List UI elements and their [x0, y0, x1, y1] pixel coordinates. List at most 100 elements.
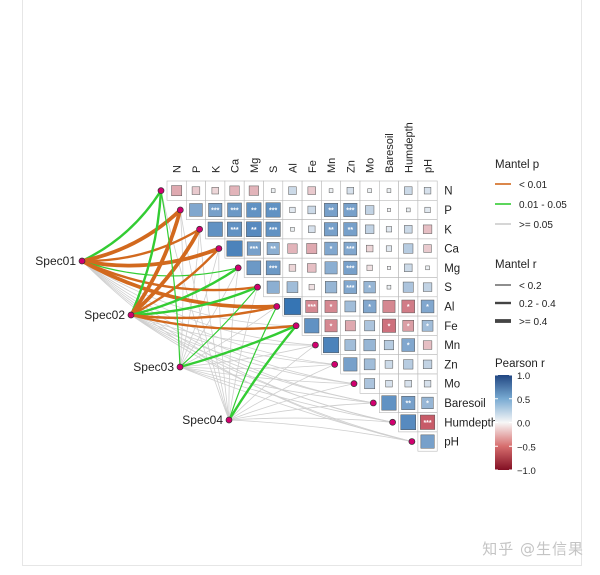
- row-label-mn: Mn: [444, 340, 460, 352]
- correlation-square: [308, 225, 316, 233]
- mantel-link: [80, 189, 163, 263]
- correlation-square: [420, 434, 435, 449]
- correlation-square: [227, 221, 243, 237]
- significance-mark: *: [388, 323, 391, 330]
- correlation-square: [401, 395, 416, 410]
- correlation-square: [363, 338, 376, 352]
- correlation-square: [246, 202, 262, 218]
- correlation-square: [324, 222, 339, 237]
- legend-label-mantel-p: < 0.01: [519, 180, 548, 191]
- correlation-square: [362, 299, 377, 314]
- correlation-square: [307, 205, 316, 215]
- mantel-link-nonsig: [130, 314, 393, 423]
- correlation-square: [386, 284, 392, 290]
- env-node-k: [196, 225, 203, 233]
- correlation-square: [365, 224, 375, 234]
- correlation-square: [404, 186, 413, 195]
- correlation-square: [423, 187, 432, 195]
- mantel-link: [129, 189, 163, 317]
- correlation-square: [286, 281, 299, 293]
- legend-label-mantel-r: >= 0.4: [519, 317, 548, 328]
- significance-mark: ***: [230, 208, 238, 215]
- column-label-al: Al: [287, 163, 299, 173]
- significance-mark: *: [407, 304, 410, 311]
- significance-mark: **: [328, 208, 334, 215]
- correlation-square: [343, 202, 358, 217]
- significance-mark: **: [348, 227, 354, 234]
- correlation-square: [381, 318, 396, 333]
- correlation-square: [344, 320, 356, 332]
- significance-mark: ***: [308, 304, 316, 311]
- significance-mark: *: [330, 323, 333, 330]
- correlation-square: [343, 280, 358, 294]
- env-node-s: [254, 283, 261, 291]
- colorbar-label: −1.0: [517, 466, 536, 477]
- correlation-square: [307, 263, 317, 273]
- significance-mark: ***: [211, 208, 219, 215]
- mantel-link-nonsig: [81, 260, 374, 404]
- legend-label-mantel-p: 0.01 - 0.05: [519, 200, 567, 211]
- correlation-square: [171, 185, 183, 197]
- mantel-link-nonsig: [179, 366, 412, 442]
- correlation-square: [227, 202, 242, 218]
- mantel-link: [129, 305, 278, 320]
- spec-node: [176, 363, 184, 371]
- mantel-link-nonsig: [81, 260, 335, 365]
- column-label-ca: Ca: [230, 158, 242, 173]
- correlation-square: [270, 188, 276, 193]
- mantel-link: [160, 190, 181, 368]
- significance-mark: *: [426, 304, 429, 311]
- mantel-link-nonsig: [179, 366, 393, 423]
- mantel-link: [228, 305, 278, 421]
- correlation-square: [324, 300, 338, 313]
- env-node-n: [157, 187, 165, 194]
- mantel-link: [80, 259, 259, 292]
- mantel-link-nonsig: [130, 314, 316, 346]
- env-node-ca: [215, 245, 223, 252]
- significance-mark: ***: [269, 265, 277, 272]
- significance-mark: **: [328, 227, 334, 234]
- correlation-square: [367, 188, 372, 193]
- correlation-square: [265, 260, 281, 276]
- significance-mark: *: [426, 401, 429, 408]
- correlation-square: [246, 241, 261, 256]
- correlation-square: [324, 261, 338, 275]
- correlation-square: [402, 281, 414, 293]
- mantel-link-nonsig: [228, 402, 374, 421]
- row-label-al: Al: [444, 301, 454, 313]
- correlation-square: [226, 240, 243, 257]
- significance-mark: ***: [346, 208, 354, 215]
- mantel-link: [129, 313, 298, 330]
- correlation-square: [401, 299, 415, 314]
- mantel-link: [179, 286, 259, 368]
- mantel-link: [178, 324, 298, 369]
- row-label-k: K: [444, 224, 452, 236]
- correlation-square: [189, 203, 203, 217]
- correlation-square: [288, 186, 297, 195]
- correlation-square: [324, 202, 339, 217]
- correlation-square: [404, 380, 412, 388]
- correlation-square: [422, 224, 433, 234]
- significance-mark: *: [407, 323, 410, 330]
- correlation-square: [343, 222, 358, 237]
- row-label-ph: pH: [444, 437, 459, 449]
- colorbar-label: 0.5: [517, 395, 530, 406]
- correlation-square: [404, 225, 413, 234]
- correlation-square: [266, 280, 280, 294]
- column-label-s: S: [268, 166, 280, 173]
- correlation-square: [364, 378, 376, 390]
- env-node-baresoil: [369, 399, 377, 407]
- row-label-mo: Mo: [444, 379, 460, 391]
- correlation-square: [344, 300, 357, 313]
- mantel-link-nonsig: [228, 383, 355, 421]
- env-node-al: [273, 303, 281, 310]
- correlation-square: [265, 202, 281, 218]
- legend-label-mantel-r: < 0.2: [519, 281, 542, 292]
- mantel-link-nonsig: [179, 344, 316, 368]
- correlation-square: [425, 265, 430, 271]
- significance-mark: ***: [423, 420, 431, 427]
